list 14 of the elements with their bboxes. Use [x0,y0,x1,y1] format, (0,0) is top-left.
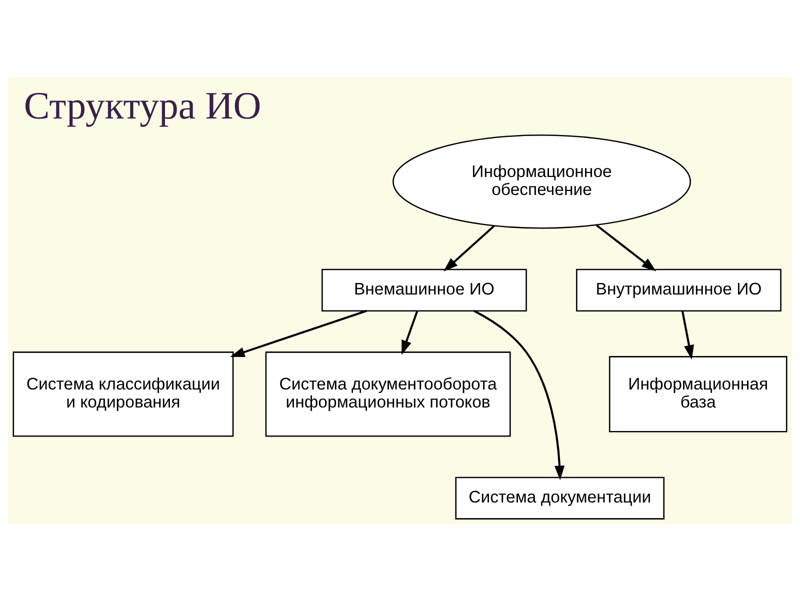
node-box: Внутримашинное ИО [576,268,782,311]
arrow [681,310,694,360]
arrow [473,309,565,480]
node-box: Система классификации и кодирования [12,351,234,436]
node-box: Система документооборота информационных потоков [265,351,511,436]
arrow [443,224,495,272]
arrow [402,310,418,354]
diagram-title: Структура ИО [24,84,262,127]
node-box: Внемашинное ИО [322,268,527,311]
node-ellipse: Информационное обеспечение [392,134,691,228]
arrow [596,224,656,271]
arrow [230,309,367,357]
node-box: Информационная база [608,356,788,432]
node-box: Система документации [455,476,665,519]
